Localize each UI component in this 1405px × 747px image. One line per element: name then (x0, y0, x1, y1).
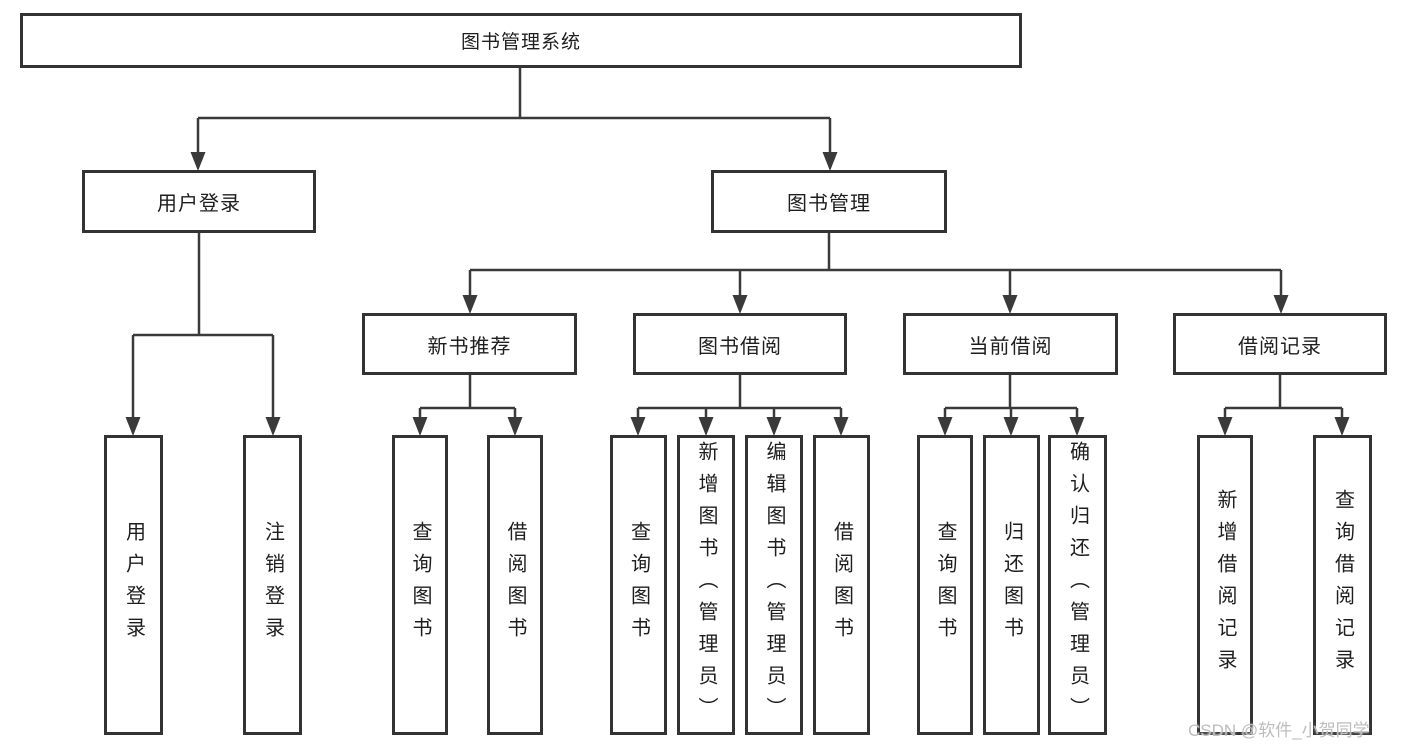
node-label: 注销登录 (261, 521, 284, 649)
node-add-books-admin: 新增图书（管理员） (677, 435, 735, 735)
node-label: 借阅图书 (830, 521, 853, 649)
node-new-book-recommendation: 新书推荐 (362, 313, 577, 375)
node-logout-action: 注销登录 (243, 435, 302, 735)
node-query-books-recommend: 查询图书 (392, 435, 448, 735)
node-current-borrowing: 当前借阅 (903, 313, 1118, 375)
watermark-text: CSDN @软件_小贺同学 (1188, 721, 1370, 740)
node-label: 新增借阅记录 (1214, 489, 1236, 681)
node-library-system: 图书管理系统 (20, 13, 1022, 68)
node-query-books-current: 查询图书 (917, 435, 973, 735)
node-label: 确认归还（管理员） (1066, 441, 1089, 729)
node-label: 归还图书 (1000, 521, 1023, 649)
node-label: 图书管理 (787, 193, 871, 215)
node-borrow-books-recommend: 借阅图书 (487, 435, 543, 735)
node-label: 图书借阅 (698, 335, 782, 358)
node-borrowing-records: 借阅记录 (1173, 313, 1387, 375)
node-borrow-books-borrowing: 借阅图书 (813, 435, 870, 735)
node-return-books: 归还图书 (983, 435, 1040, 735)
node-label: 查询借阅记录 (1331, 489, 1354, 681)
node-label: 新书推荐 (427, 335, 512, 358)
node-label: 当前借阅 (968, 335, 1053, 358)
node-label: 编辑图书（管理员） (763, 441, 785, 729)
node-query-books-borrowing: 查询图书 (610, 435, 667, 735)
node-label: 查询图书 (409, 521, 431, 649)
node-book-management: 图书管理 (711, 170, 947, 233)
node-label: 借阅记录 (1238, 335, 1322, 358)
node-user-login: 用户登录 (82, 170, 316, 233)
node-label: 图书管理系统 (460, 32, 581, 53)
node-label: 查询图书 (934, 521, 956, 649)
node-label: 新增图书（管理员） (695, 441, 717, 729)
node-edit-books-admin: 编辑图书（管理员） (745, 435, 803, 735)
node-confirm-return-admin: 确认归还（管理员） (1048, 435, 1107, 735)
node-user-login-action: 用户登录 (104, 435, 163, 735)
node-query-borrow-record: 查询借阅记录 (1313, 435, 1372, 735)
node-label: 用户登录 (157, 193, 241, 215)
node-label: 用户登录 (122, 521, 145, 649)
node-book-borrowing: 图书借阅 (633, 313, 847, 375)
node-label: 借阅图书 (504, 521, 526, 649)
node-label: 查询图书 (627, 521, 650, 649)
node-add-borrow-record: 新增借阅记录 (1197, 435, 1253, 735)
